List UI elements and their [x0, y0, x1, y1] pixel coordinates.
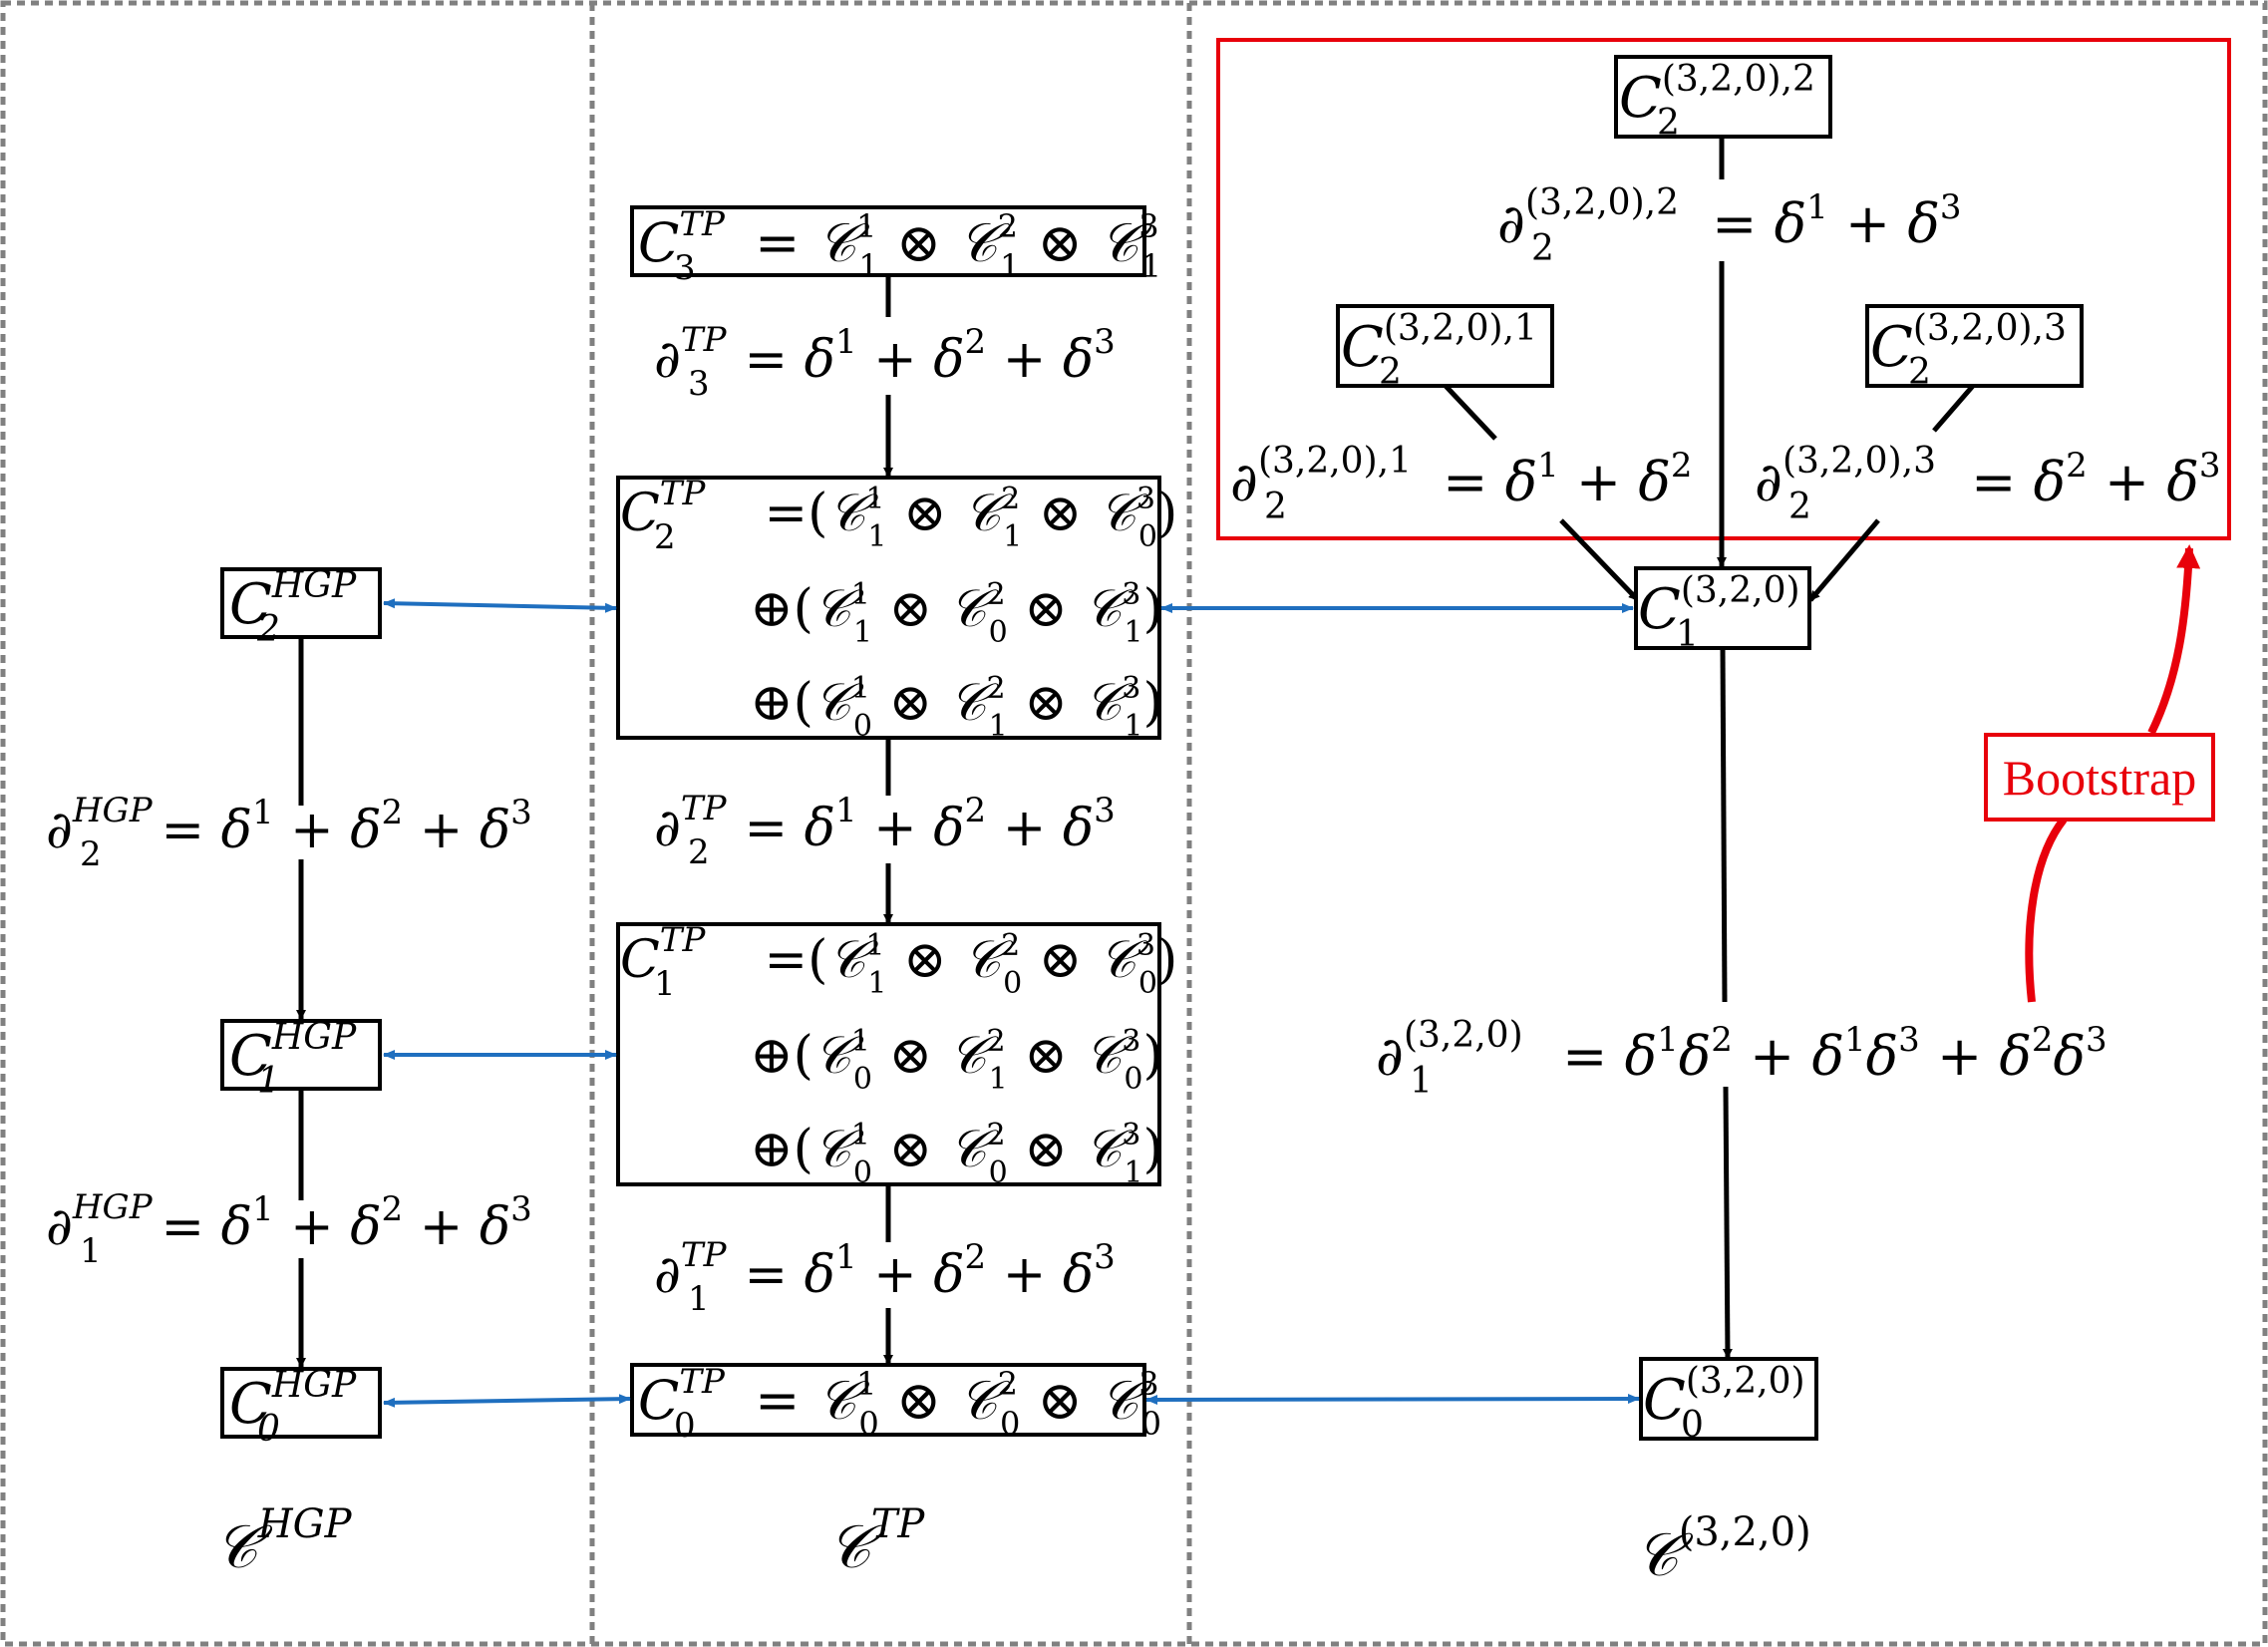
code-c0-box	[1639, 1357, 1818, 1441]
hgp-c0-box	[220, 1367, 382, 1439]
hgp-c1-box	[220, 1019, 382, 1091]
code-d2-1-arrow	[1559, 518, 1640, 602]
code-c2-1-box	[1336, 304, 1554, 388]
code-d1-label: ∂(3,2,0)1 = δ1δ2 + δ1δ3 + δ2δ3	[1376, 1015, 2107, 1102]
bootstrap-label: Bootstrap	[2003, 750, 2196, 806]
code-d1-arrow	[1722, 1086, 1733, 1359]
code-c1-box	[1634, 566, 1811, 650]
code-d2-3-line-top	[1932, 384, 1975, 433]
code-d1-line-top	[1720, 647, 1728, 1003]
code-c2-2-box	[1614, 55, 1832, 139]
code-c0-label: C(3,2,0)0	[1643, 1361, 1805, 1446]
tp-column-title: 𝒞TP	[827, 1501, 925, 1582]
hgp-tp-c2-arrow	[383, 598, 617, 613]
tp-c0-box	[630, 1363, 1146, 1437]
code-c2-3-box	[1865, 304, 2084, 388]
bootstrap-arrow-lower	[2025, 817, 2068, 1003]
bootstrap-box	[1984, 733, 2215, 822]
hgp-tp-c0-arrow	[383, 1394, 631, 1408]
hgp-c2-box	[220, 567, 382, 639]
code-d2-1-line-top	[1444, 384, 1497, 441]
hgp-column-title: 𝒞HGP	[214, 1501, 353, 1582]
code-d2-3-arrow	[1808, 518, 1880, 602]
code-column-title: 𝒞(3,2,0)	[1635, 1509, 1811, 1590]
bootstrap-arrow-upper	[2147, 544, 2201, 735]
tp-c2-box	[616, 476, 1161, 740]
code-c1-label: C(3,2,0)1	[1638, 570, 1800, 655]
equivalence-arrows	[383, 598, 1640, 1408]
tp-code-c0-arrow	[1145, 1394, 1640, 1405]
